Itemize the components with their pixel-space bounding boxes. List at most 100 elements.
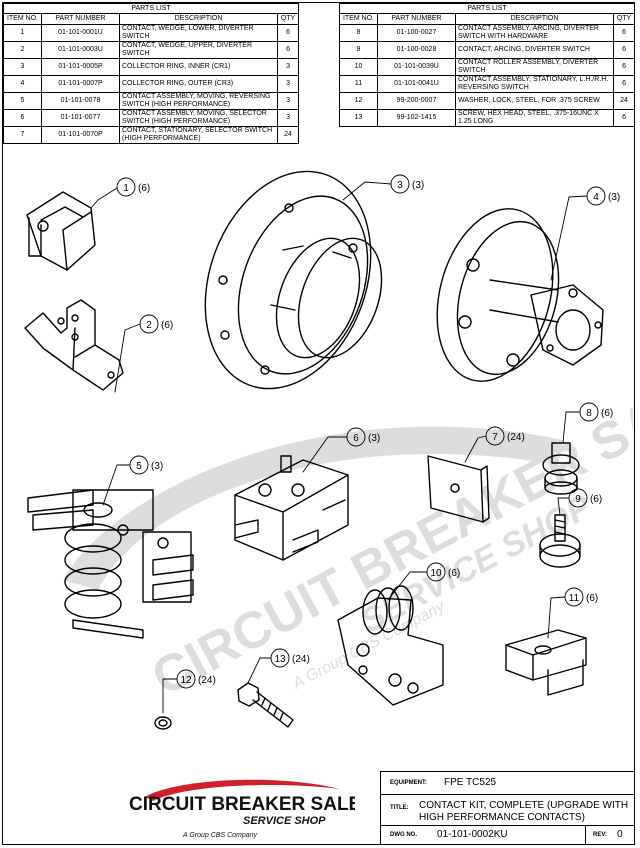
svg-text:(6): (6) bbox=[586, 593, 598, 604]
svg-text:10: 10 bbox=[430, 568, 442, 579]
rev-label: REV: bbox=[593, 832, 608, 838]
svg-text:8: 8 bbox=[586, 408, 592, 419]
callout-7: 7(24) bbox=[485, 426, 525, 446]
cell-part-number: 01-100-0028 bbox=[377, 41, 456, 59]
cell-item-no: 13 bbox=[339, 109, 378, 127]
part-9-arcing-contact bbox=[539, 514, 581, 568]
cell-item-no: 7 bbox=[3, 126, 42, 144]
part-2-wedge-upper bbox=[24, 299, 124, 391]
part-1-wedge-lower bbox=[26, 191, 96, 271]
svg-text:2: 2 bbox=[146, 320, 152, 331]
dwg-label: DWG NO. bbox=[390, 832, 417, 838]
cell-qty: 6 bbox=[276, 41, 300, 59]
svg-text:(24): (24) bbox=[292, 654, 310, 665]
cell-description: CONTACT ASSEMBLY, STATIONARY, L.H./R.H. … bbox=[455, 75, 614, 93]
cell-item-no: 2 bbox=[3, 41, 42, 59]
cell-part-number: 01-100-0027 bbox=[377, 24, 456, 42]
svg-text:(24): (24) bbox=[507, 432, 525, 443]
part-6-selector-contact-assembly bbox=[234, 455, 349, 561]
svg-text:(6): (6) bbox=[138, 183, 150, 194]
cell-item-no: 4 bbox=[3, 75, 42, 93]
cell-qty: 6 bbox=[612, 58, 636, 76]
col-part-number: PART NUMBER bbox=[377, 13, 456, 25]
svg-text:(3): (3) bbox=[368, 433, 380, 444]
cell-qty: 6 bbox=[276, 24, 300, 42]
cell-qty: 6 bbox=[612, 75, 636, 93]
callout-leaders bbox=[90, 181, 588, 714]
svg-text:13: 13 bbox=[274, 654, 286, 665]
cell-description: SCREW, HEX HEAD, STEEL, .375-16UNC X 1.2… bbox=[455, 109, 614, 127]
cell-item-no: 3 bbox=[3, 58, 42, 76]
cell-item-no: 5 bbox=[3, 92, 42, 110]
exploded-parts-drawing: CIRCUIT BREAKER SALES SERVICE SHOP A Gro… bbox=[24, 170, 633, 730]
cell-description: CONTACT, WEDGE, UPPER, DIVERTER SWITCH bbox=[119, 41, 278, 59]
svg-text:(3): (3) bbox=[151, 461, 163, 472]
part-7-stationary-contact bbox=[427, 455, 490, 523]
cell-part-number: 01-101-0070P bbox=[41, 126, 120, 144]
cell-part-number: 01-101-0077 bbox=[41, 109, 120, 127]
callout-11: 11(6) bbox=[564, 587, 598, 607]
cell-part-number: 01-101-0001U bbox=[41, 24, 120, 42]
cell-item-no: 10 bbox=[339, 58, 378, 76]
callout-12: 12(24) bbox=[176, 669, 216, 689]
cell-qty: 6 bbox=[612, 41, 636, 59]
equipment-row: EQUIPMENT: FPE TC525 bbox=[381, 772, 635, 795]
rev-divider bbox=[585, 826, 586, 845]
parts-list-right: PARTS LIST ITEM NO. PART NUMBER DESCRIPT… bbox=[338, 3, 636, 127]
cell-part-number: 01-101-0041U bbox=[377, 75, 456, 93]
cell-qty: 3 bbox=[276, 75, 300, 93]
col-item-no: ITEM NO. bbox=[3, 13, 42, 25]
cell-description: COLLECTOR RING, OUTER (CR3) bbox=[119, 75, 278, 93]
svg-text:(3): (3) bbox=[608, 192, 620, 203]
svg-text:(24): (24) bbox=[198, 675, 216, 686]
cell-part-number: 99-200-0007 bbox=[377, 92, 456, 110]
parts-list-title: PARTS LIST bbox=[2, 3, 300, 14]
callout-6: 6(3) bbox=[346, 427, 380, 447]
cell-description: CONTACT ASSEMBLY, MOVING, SELECTOR SWITC… bbox=[119, 109, 278, 127]
part-4-collector-ring-outer bbox=[436, 208, 604, 382]
cell-item-no: 12 bbox=[339, 92, 378, 110]
cell-part-number: 01-101-0078 bbox=[41, 92, 120, 110]
part-5-reversing-contact-assembly bbox=[27, 489, 194, 639]
cell-qty: 24 bbox=[612, 92, 636, 110]
col-qty: QTY bbox=[276, 13, 300, 25]
cell-description: CONTACT, ARCING, DIVERTER SWITCH bbox=[455, 41, 614, 59]
title-line-2: HIGH PERFORMANCE CONTACTS) bbox=[419, 812, 585, 823]
part-3-collector-ring-inner bbox=[204, 170, 383, 390]
svg-text:1: 1 bbox=[123, 183, 129, 194]
title-block: EQUIPMENT: FPE TC525 TITLE: CONTACT KIT,… bbox=[380, 771, 635, 845]
cell-part-number: 01-101-0003U bbox=[41, 41, 120, 59]
cell-part-number: 01-101-0005P bbox=[41, 58, 120, 76]
callout-1: 1 (6) bbox=[116, 177, 150, 197]
cell-description: CONTACT ASSEMBLY, ARCING, DIVERTER SWITC… bbox=[455, 24, 614, 42]
callout-13: 13 (24) bbox=[270, 648, 310, 668]
svg-text:(6): (6) bbox=[161, 320, 173, 331]
cell-description: CONTACT ROLLER ASSEMBLY, DIVERTER SWITCH bbox=[455, 58, 614, 76]
parts-list-left: PARTS LIST ITEM NO. PART NUMBER DESCRIPT… bbox=[2, 3, 300, 144]
col-item-no: ITEM NO. bbox=[339, 13, 378, 25]
cell-qty: 3 bbox=[276, 58, 300, 76]
col-description: DESCRIPTION bbox=[119, 13, 278, 25]
logo-sub: SERVICE SHOP bbox=[243, 815, 326, 827]
callout-8: 8(6) bbox=[579, 402, 613, 422]
svg-text:(6): (6) bbox=[448, 568, 460, 579]
svg-text:(6): (6) bbox=[590, 494, 602, 505]
callout-9: 9(6) bbox=[568, 488, 602, 508]
callout-4: 4(3) bbox=[586, 186, 620, 206]
cell-qty: 6 bbox=[612, 24, 636, 42]
logo-brand: CIRCUIT BREAKER SALES bbox=[129, 794, 355, 815]
logo-tagline: A Group CBS Company bbox=[182, 832, 258, 839]
cell-qty: 24 bbox=[276, 126, 300, 144]
part-8-arcing-contact-assembly bbox=[542, 442, 580, 495]
cell-description: CONTACT, STATIONARY, SELECTOR SWITCH (HI… bbox=[119, 126, 278, 144]
watermark-swoosh bbox=[63, 426, 563, 590]
